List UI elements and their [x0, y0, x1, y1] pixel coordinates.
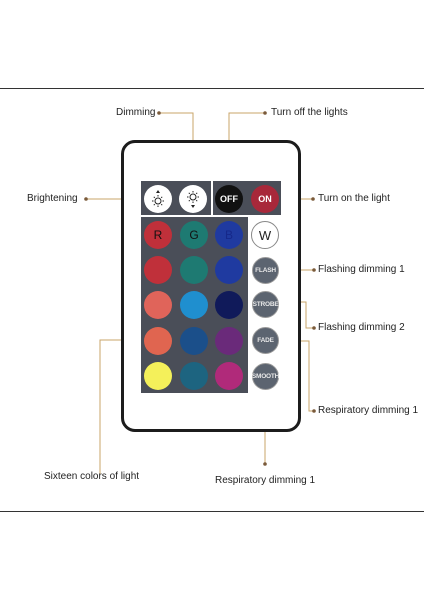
color-button[interactable] — [215, 256, 243, 284]
color-button[interactable] — [144, 362, 172, 390]
color-button[interactable] — [180, 362, 208, 390]
brighten-button[interactable] — [144, 185, 172, 213]
top-rule — [0, 88, 424, 89]
label-sixteen-colors: Sixteen colors of light — [44, 471, 140, 482]
label-strobe: Flashing dimming 2 — [318, 322, 405, 333]
label-flash: Flashing dimming 1 — [318, 264, 405, 275]
red-button[interactable]: R — [144, 221, 172, 249]
label-respiratory-bottom: Respiratory dimming 1 — [215, 475, 316, 486]
color-button[interactable] — [180, 327, 208, 355]
color-button[interactable] — [144, 327, 172, 355]
label-dimming: Dimming — [116, 107, 156, 118]
dim-button[interactable] — [179, 185, 207, 213]
sun-down-icon — [187, 191, 199, 208]
color-button[interactable] — [215, 327, 243, 355]
strobe-button[interactable]: STROBE — [252, 291, 279, 318]
label-turn-off: Turn off the lights — [271, 107, 348, 118]
green-button[interactable]: G — [180, 221, 208, 249]
label-respiratory-right: Respiratory dimming 1 — [318, 405, 419, 416]
fade-button[interactable]: FADE — [252, 327, 279, 354]
color-button[interactable] — [144, 291, 172, 319]
label-turn-on: Turn on the light — [318, 193, 390, 204]
flash-button[interactable]: FLASH — [252, 257, 279, 284]
on-button[interactable]: ON — [251, 185, 279, 213]
blue-button[interactable]: B — [215, 221, 243, 249]
color-button[interactable] — [215, 362, 243, 390]
smooth-button[interactable]: SMOOTH — [252, 363, 279, 390]
color-button[interactable] — [144, 256, 172, 284]
off-button[interactable]: OFF — [215, 185, 243, 213]
bottom-rule — [0, 511, 424, 512]
label-brightening: Brightening — [27, 193, 78, 204]
color-button[interactable] — [180, 291, 208, 319]
sun-up-icon — [152, 190, 164, 207]
white-button[interactable]: W — [251, 221, 279, 249]
color-button[interactable] — [180, 256, 208, 284]
color-button[interactable] — [215, 291, 243, 319]
